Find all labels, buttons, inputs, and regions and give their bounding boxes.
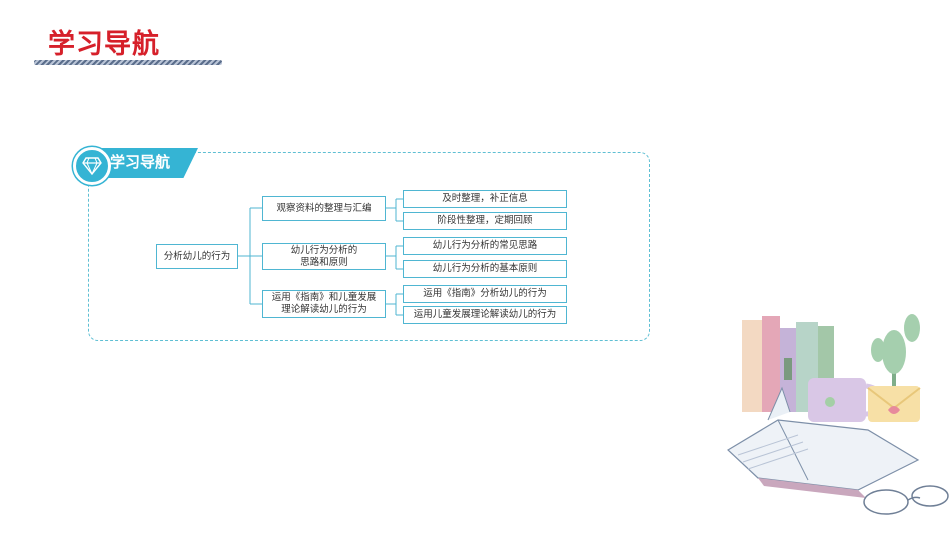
badge-label: 学习导航 [110, 153, 171, 171]
mindmap-branch-1: 观察资料的整理与汇编 [262, 196, 386, 221]
open-book-icon [727, 419, 920, 491]
title-underline [34, 60, 222, 65]
envelope-icon [868, 386, 920, 422]
mindmap-frame [88, 152, 650, 341]
mindmap-branch-2: 幼儿行为分析的 思路和原则 [262, 243, 386, 270]
mindmap-branch-3: 运用《指南》和儿童发展 理论解读幼儿的行为 [262, 290, 386, 318]
branch-label-line: 思路和原则 [300, 256, 348, 268]
mindmap-leaf: 阶段性整理，定期回顾 [403, 212, 567, 230]
branch-label: 观察资料的整理与汇编 [276, 202, 372, 214]
book-spine [762, 316, 780, 412]
mindmap-leaf: 幼儿行为分析的常见思路 [403, 237, 567, 255]
cactus-icon [882, 330, 906, 374]
page-title: 学习导航 [48, 29, 160, 60]
diamond-icon [73, 147, 111, 185]
mindmap-root: 分析幼儿的行为 [156, 244, 238, 269]
mindmap-leaf: 及时整理，补正信息 [403, 190, 567, 208]
branch-label-line: 运用《指南》和儿童发展 [271, 292, 377, 303]
books-plant-illustration [727, 314, 949, 515]
book-spine [742, 320, 762, 412]
mindmap-leaf: 幼儿行为分析的基本原则 [403, 260, 567, 278]
branch-label-line: 理论解读幼儿的行为 [281, 304, 367, 315]
glasses-icon [863, 489, 909, 515]
mug-icon [808, 378, 866, 422]
branch-label-line: 幼儿行为分析的 [290, 244, 358, 256]
badge-banner [94, 148, 198, 178]
mindmap-leaf: 运用《指南》分析幼儿的行为 [403, 285, 567, 303]
mindmap-leaf: 运用儿童发展理论解读幼儿的行为 [403, 306, 567, 324]
